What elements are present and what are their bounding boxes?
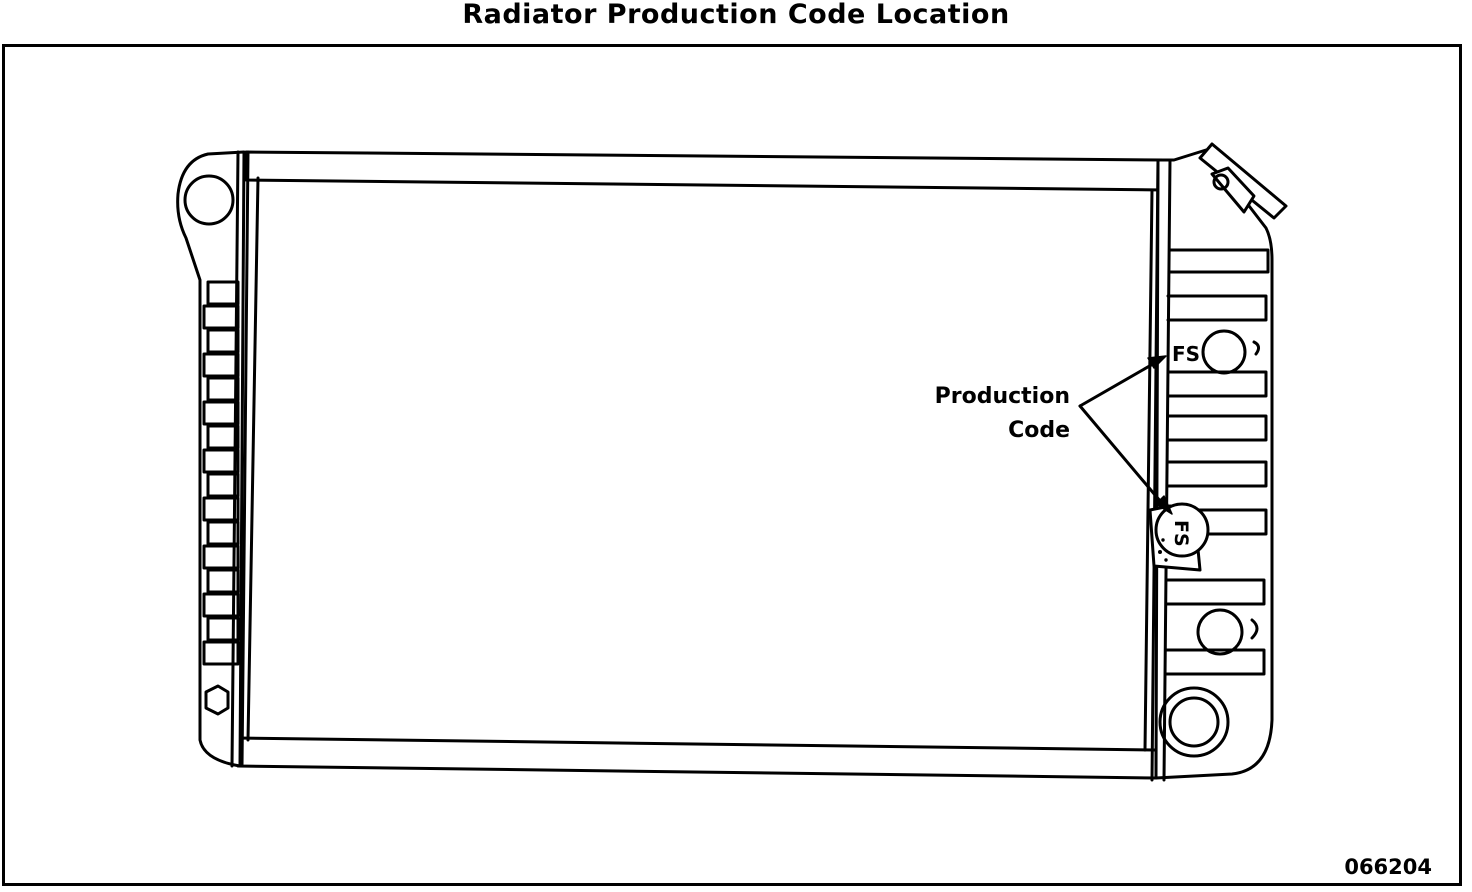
left-tank bbox=[176, 150, 250, 768]
diagram-title: Radiator Production Code Location bbox=[462, 0, 1010, 30]
radiator-cap bbox=[1198, 142, 1288, 220]
stamp-upper: FS bbox=[1172, 342, 1200, 366]
leader-arrow-lower bbox=[1078, 404, 1168, 510]
inlet-hole-left bbox=[183, 174, 235, 226]
figure-number: 066204 bbox=[1344, 855, 1432, 879]
right-tank bbox=[1150, 148, 1274, 782]
stamp-circle bbox=[1154, 502, 1210, 558]
callout-arrows bbox=[1078, 355, 1173, 515]
port-hole-upper bbox=[1201, 329, 1247, 375]
stamp-lower: FS bbox=[1170, 520, 1192, 547]
port-hole-lower bbox=[1196, 608, 1244, 656]
drain-plug bbox=[204, 684, 230, 716]
callout-label-line1: Production bbox=[934, 384, 1070, 409]
leader-arrow-upper bbox=[1078, 358, 1162, 408]
outlet-hole bbox=[1168, 696, 1220, 748]
production-code-tab bbox=[1148, 502, 1210, 572]
outlet-ring bbox=[1158, 686, 1230, 758]
diagram-frame bbox=[2, 44, 1462, 886]
radiator-core bbox=[236, 150, 1166, 780]
callout-label-line2: Code bbox=[1008, 418, 1070, 443]
